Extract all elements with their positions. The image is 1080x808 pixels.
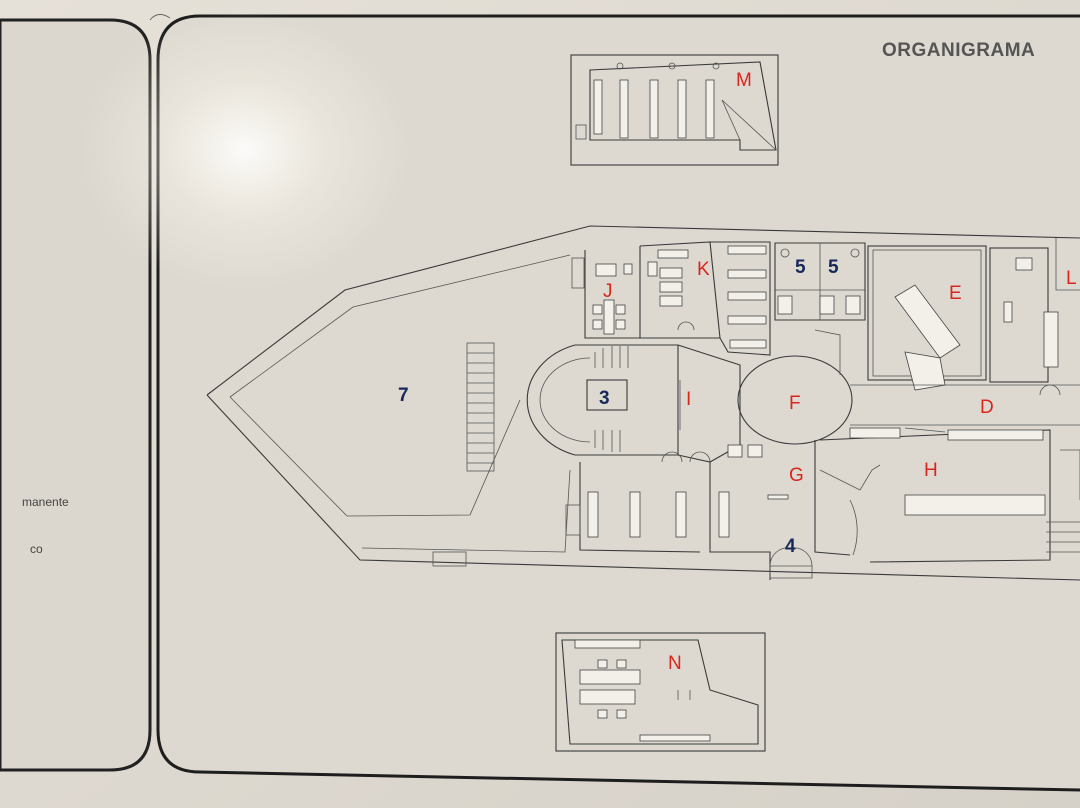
label-room-5-left: 5 (795, 257, 806, 278)
label-room-i: I (686, 389, 691, 410)
room-labels: M J K 5 5 E L 7 3 I F D G H 4 N (398, 70, 1077, 674)
label-room-e: E (949, 283, 962, 304)
label-room-d: D (980, 397, 994, 418)
label-room-3: 3 (599, 388, 610, 409)
label-room-5-right: 5 (828, 257, 839, 278)
main-building (206, 225, 1080, 581)
inset-m (570, 54, 779, 166)
label-room-m: M (736, 70, 752, 91)
panel-fold (149, 14, 171, 21)
side-text-2: co (30, 542, 43, 556)
label-room-7: 7 (398, 385, 409, 406)
plan-title: ORGANIGRAMA (882, 40, 1035, 61)
label-room-j: J (603, 281, 613, 302)
light-glare (80, 10, 410, 290)
label-room-f: F (789, 393, 801, 414)
label-room-n: N (668, 653, 682, 674)
label-room-h: H (924, 460, 938, 481)
label-room-l: L (1066, 268, 1077, 289)
inset-n (555, 632, 766, 752)
label-room-4: 4 (785, 536, 796, 557)
label-room-g: G (789, 465, 804, 486)
label-room-k: K (697, 259, 710, 280)
side-text-1: manente (22, 495, 69, 509)
